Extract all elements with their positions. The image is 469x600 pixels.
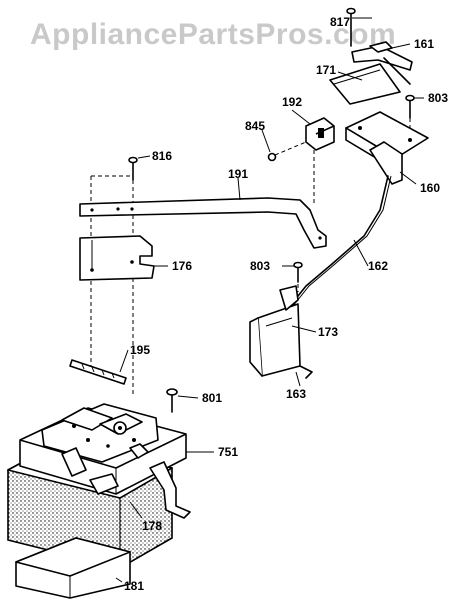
screw-801 bbox=[166, 388, 178, 413]
screw-845 bbox=[267, 141, 307, 162]
lever-191 bbox=[79, 197, 327, 249]
label-161: 161 bbox=[414, 37, 434, 51]
label-178: 178 bbox=[142, 519, 162, 533]
screw-816 bbox=[128, 156, 138, 181]
label-195: 195 bbox=[130, 343, 150, 357]
part-labels: 817 161 171 803 192 845 816 191 160 176 … bbox=[124, 15, 448, 593]
label-845: 845 bbox=[245, 119, 265, 133]
switch-751 bbox=[19, 403, 214, 519]
label-803-lower: 803 bbox=[250, 259, 270, 273]
bracket-161 bbox=[351, 41, 413, 85]
plate-176 bbox=[79, 235, 155, 281]
label-181: 181 bbox=[124, 579, 144, 593]
label-192: 192 bbox=[282, 95, 302, 109]
leader-lines bbox=[115, 17, 424, 583]
label-176: 176 bbox=[172, 259, 192, 273]
label-191: 191 bbox=[228, 167, 248, 181]
label-817: 817 bbox=[330, 15, 350, 29]
spring-195 bbox=[69, 359, 127, 385]
bracket-160 bbox=[345, 111, 429, 185]
plate-171 bbox=[329, 63, 401, 105]
label-173: 173 bbox=[318, 325, 338, 339]
label-160: 160 bbox=[420, 181, 440, 195]
label-816: 816 bbox=[152, 149, 172, 163]
label-801: 801 bbox=[202, 391, 222, 405]
screw-803-lower bbox=[293, 261, 303, 283]
screw-817 bbox=[346, 7, 356, 47]
label-163: 163 bbox=[286, 387, 306, 401]
clip-192 bbox=[305, 117, 335, 151]
bracket-163 bbox=[249, 285, 313, 379]
box-181 bbox=[15, 537, 131, 599]
label-751: 751 bbox=[218, 445, 238, 459]
label-803-upper: 803 bbox=[428, 91, 448, 105]
label-162: 162 bbox=[368, 259, 388, 273]
label-171: 171 bbox=[316, 63, 336, 77]
screw-803-upper bbox=[405, 94, 415, 140]
watermark: AppliancePartsPros.com bbox=[30, 18, 397, 51]
